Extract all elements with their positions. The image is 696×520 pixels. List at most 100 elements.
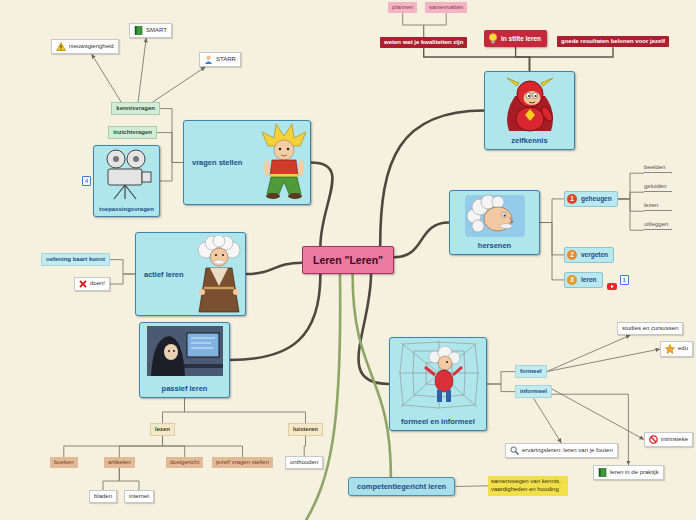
connector (138, 38, 146, 102)
node-text: hersenen (478, 241, 511, 250)
callout-number: 3 (567, 275, 577, 285)
cartoon-illustration (260, 124, 308, 202)
callout-number: 1 (567, 194, 577, 204)
subtopic-box: lezen (150, 423, 175, 436)
node-text: STARR (216, 56, 236, 63)
node-text: doen! (90, 280, 105, 287)
subtopic-box: toepassingsvragen (93, 145, 160, 217)
leaf-text: geluiden (644, 183, 672, 192)
connector (618, 199, 644, 230)
node-text: edu (678, 345, 688, 352)
subtopic-box: kennisvragen (111, 102, 160, 115)
connector (424, 13, 447, 37)
connector (185, 398, 306, 423)
subtopic-box: inzichtvragen (108, 126, 157, 139)
node-text: leren (581, 276, 597, 284)
subtopic-box: samenvatten (425, 2, 467, 13)
topic-box: actief leren (135, 232, 246, 316)
subtopic-box: oefening baart kunst (41, 253, 110, 266)
cartoon-illustration (196, 236, 242, 314)
subtopic-box: STARR (199, 52, 241, 67)
connector (163, 436, 185, 457)
node-text: kennisvragen (116, 105, 155, 112)
cartoon-illustration (497, 74, 563, 132)
subtopic-box: in stilte leren (484, 30, 547, 47)
connector (487, 384, 515, 392)
node-text: boeken (54, 459, 74, 466)
node-text: leren in de praktijk (610, 469, 659, 476)
leaf-text: uitleggen (644, 221, 672, 230)
connector (618, 199, 644, 211)
connector (547, 335, 631, 371)
subtopic-box: luisteren (288, 423, 323, 436)
node-text: zelfkennis (511, 136, 547, 145)
connector (359, 274, 389, 384)
node-text: beelden (644, 164, 665, 171)
topic-box: formeel en informeel (389, 337, 487, 431)
node-text: formeel en informeel (401, 417, 475, 426)
node-text: oefening baart kunst (46, 256, 105, 263)
topic-box: passief leren (139, 322, 230, 398)
node-text: artikelen (108, 459, 131, 466)
node-text: toepassingsvragen (99, 206, 154, 212)
topic-box: vragen stellen (183, 120, 311, 205)
cartoon-illustration (98, 148, 156, 200)
subtopic-box: bladen (89, 490, 117, 503)
node-icon (510, 446, 519, 455)
connector (487, 372, 515, 384)
connector (394, 223, 449, 258)
subtopic-box: plannen (388, 2, 417, 13)
connector (547, 349, 660, 372)
connector (157, 133, 183, 163)
connector (618, 192, 644, 199)
connector (618, 173, 644, 199)
video-icon (607, 276, 617, 294)
connector (110, 260, 135, 274)
note-box: samenvoegen van kennis, vaardigheden en … (488, 476, 568, 496)
node-text: geheugen (581, 195, 612, 203)
node-text: vragen stellen (192, 158, 242, 167)
node-icon (56, 42, 66, 51)
node-icon (665, 344, 675, 354)
node-text: SMART (146, 27, 167, 34)
callout-number: 1 (620, 275, 629, 285)
node-text: informeel (520, 388, 547, 395)
connector (403, 13, 424, 37)
node-text: studies en cursussen (622, 325, 678, 332)
node-text: lezen (644, 202, 658, 209)
central-topic: Leren "Leren" (302, 246, 394, 274)
node-text: goede resultaten belonen voor jezelf (561, 38, 665, 45)
subtopic-box: SMART (129, 23, 172, 38)
connector (163, 436, 243, 457)
node-text: samenvatten (429, 4, 463, 11)
node-text: ervaringsleren: leren van je fouten (522, 447, 613, 454)
connector (119, 468, 139, 490)
subtopic-box: studies en cursussen (617, 322, 683, 335)
connector (530, 47, 614, 71)
connector (516, 47, 530, 71)
node-text: geluiden (644, 183, 667, 190)
node-text: bladen (94, 493, 112, 500)
subtopic-box: onthouden (285, 456, 323, 469)
subtopic-box: doelgericht (166, 457, 203, 468)
connector (163, 398, 185, 423)
leaf-text: beelden (644, 164, 672, 173)
node-icon (134, 26, 143, 35)
cartoon-illustration (399, 341, 479, 409)
connector (160, 109, 183, 163)
connector (110, 274, 135, 284)
connector (246, 263, 302, 274)
subtopic-box: intrinsieke (644, 432, 693, 447)
connector (424, 48, 530, 71)
connector (153, 67, 206, 102)
subtopic-box: nieuwsgierigheid (51, 39, 119, 54)
node-text: internet (129, 493, 149, 500)
node-text: luisteren (293, 426, 318, 433)
subtopic-box: internet (124, 490, 154, 503)
subtopic-box: jezelf vragen stellen (212, 457, 273, 468)
node-text: nieuwsgierigheid (69, 43, 114, 50)
subtopic-box: artikelen (104, 457, 135, 468)
node-text: weten wat je kwaliteiten zijn (384, 39, 463, 46)
cartoon-illustration (147, 326, 223, 376)
callout-number: 2 (567, 250, 577, 260)
